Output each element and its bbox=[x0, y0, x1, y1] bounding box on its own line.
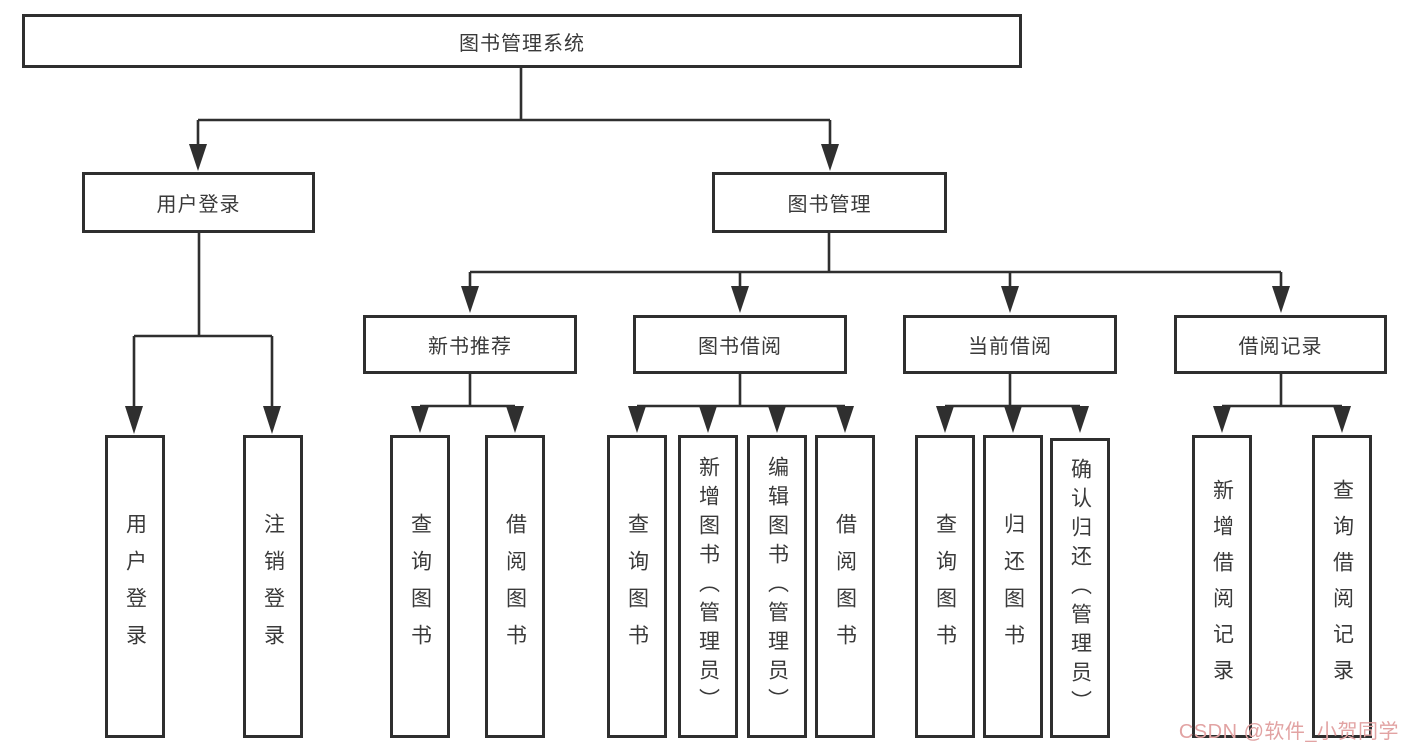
leaf-query-books-recommend: 查询图书 bbox=[390, 435, 450, 738]
leaf-borrow-books-borrowing: 借阅图书 bbox=[815, 435, 875, 738]
leaf-query-books-borrowing: 查询图书 bbox=[607, 435, 667, 738]
node-user-login: 用户登录 bbox=[82, 172, 315, 233]
leaf-add-book-admin: 新增图书（管理员） bbox=[678, 435, 738, 738]
leaf-borrow-books-recommend: 借阅图书 bbox=[485, 435, 545, 738]
node-book-borrowing: 图书借阅 bbox=[633, 315, 847, 374]
leaf-query-books-current: 查询图书 bbox=[915, 435, 975, 738]
leaf-return-books: 归还图书 bbox=[983, 435, 1043, 738]
node-book-management: 图书管理 bbox=[712, 172, 947, 233]
leaf-edit-book-admin: 编辑图书（管理员） bbox=[747, 435, 807, 738]
node-new-book-recommendation: 新书推荐 bbox=[363, 315, 577, 374]
leaf-query-borrow-record: 查询借阅记录 bbox=[1312, 435, 1372, 738]
node-current-borrowing: 当前借阅 bbox=[903, 315, 1117, 374]
node-borrowing-records: 借阅记录 bbox=[1174, 315, 1387, 374]
leaf-logout: 注销登录 bbox=[243, 435, 303, 738]
leaf-confirm-return-admin: 确认归还（管理员） bbox=[1050, 438, 1110, 738]
leaf-add-borrow-record: 新增借阅记录 bbox=[1192, 435, 1252, 738]
leaf-user-login: 用户登录 bbox=[105, 435, 165, 738]
node-library-management-system: 图书管理系统 bbox=[22, 14, 1022, 68]
watermark: CSDN @软件_小贺同学 bbox=[1178, 721, 1399, 743]
